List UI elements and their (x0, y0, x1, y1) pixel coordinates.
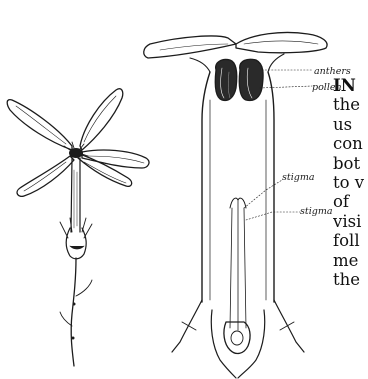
text-line: the (333, 95, 368, 114)
label-stigma-lower: stigma (300, 206, 333, 217)
text-line: us (333, 115, 368, 134)
text-line: of (333, 192, 368, 211)
text-line: the (333, 270, 368, 289)
whole-flower-drawing (7, 89, 149, 366)
text-line: visi (333, 212, 368, 231)
text-line: foll (333, 231, 368, 250)
text-line: con (333, 134, 368, 153)
text-line: me (333, 251, 368, 270)
text-line: bot (333, 154, 368, 173)
text-line: IN (333, 76, 368, 95)
body-text-column: IN the us con bot to v of visi foll me t… (333, 76, 368, 289)
label-stigma-upper: stigma (282, 172, 315, 183)
text-line: to v (333, 173, 368, 192)
